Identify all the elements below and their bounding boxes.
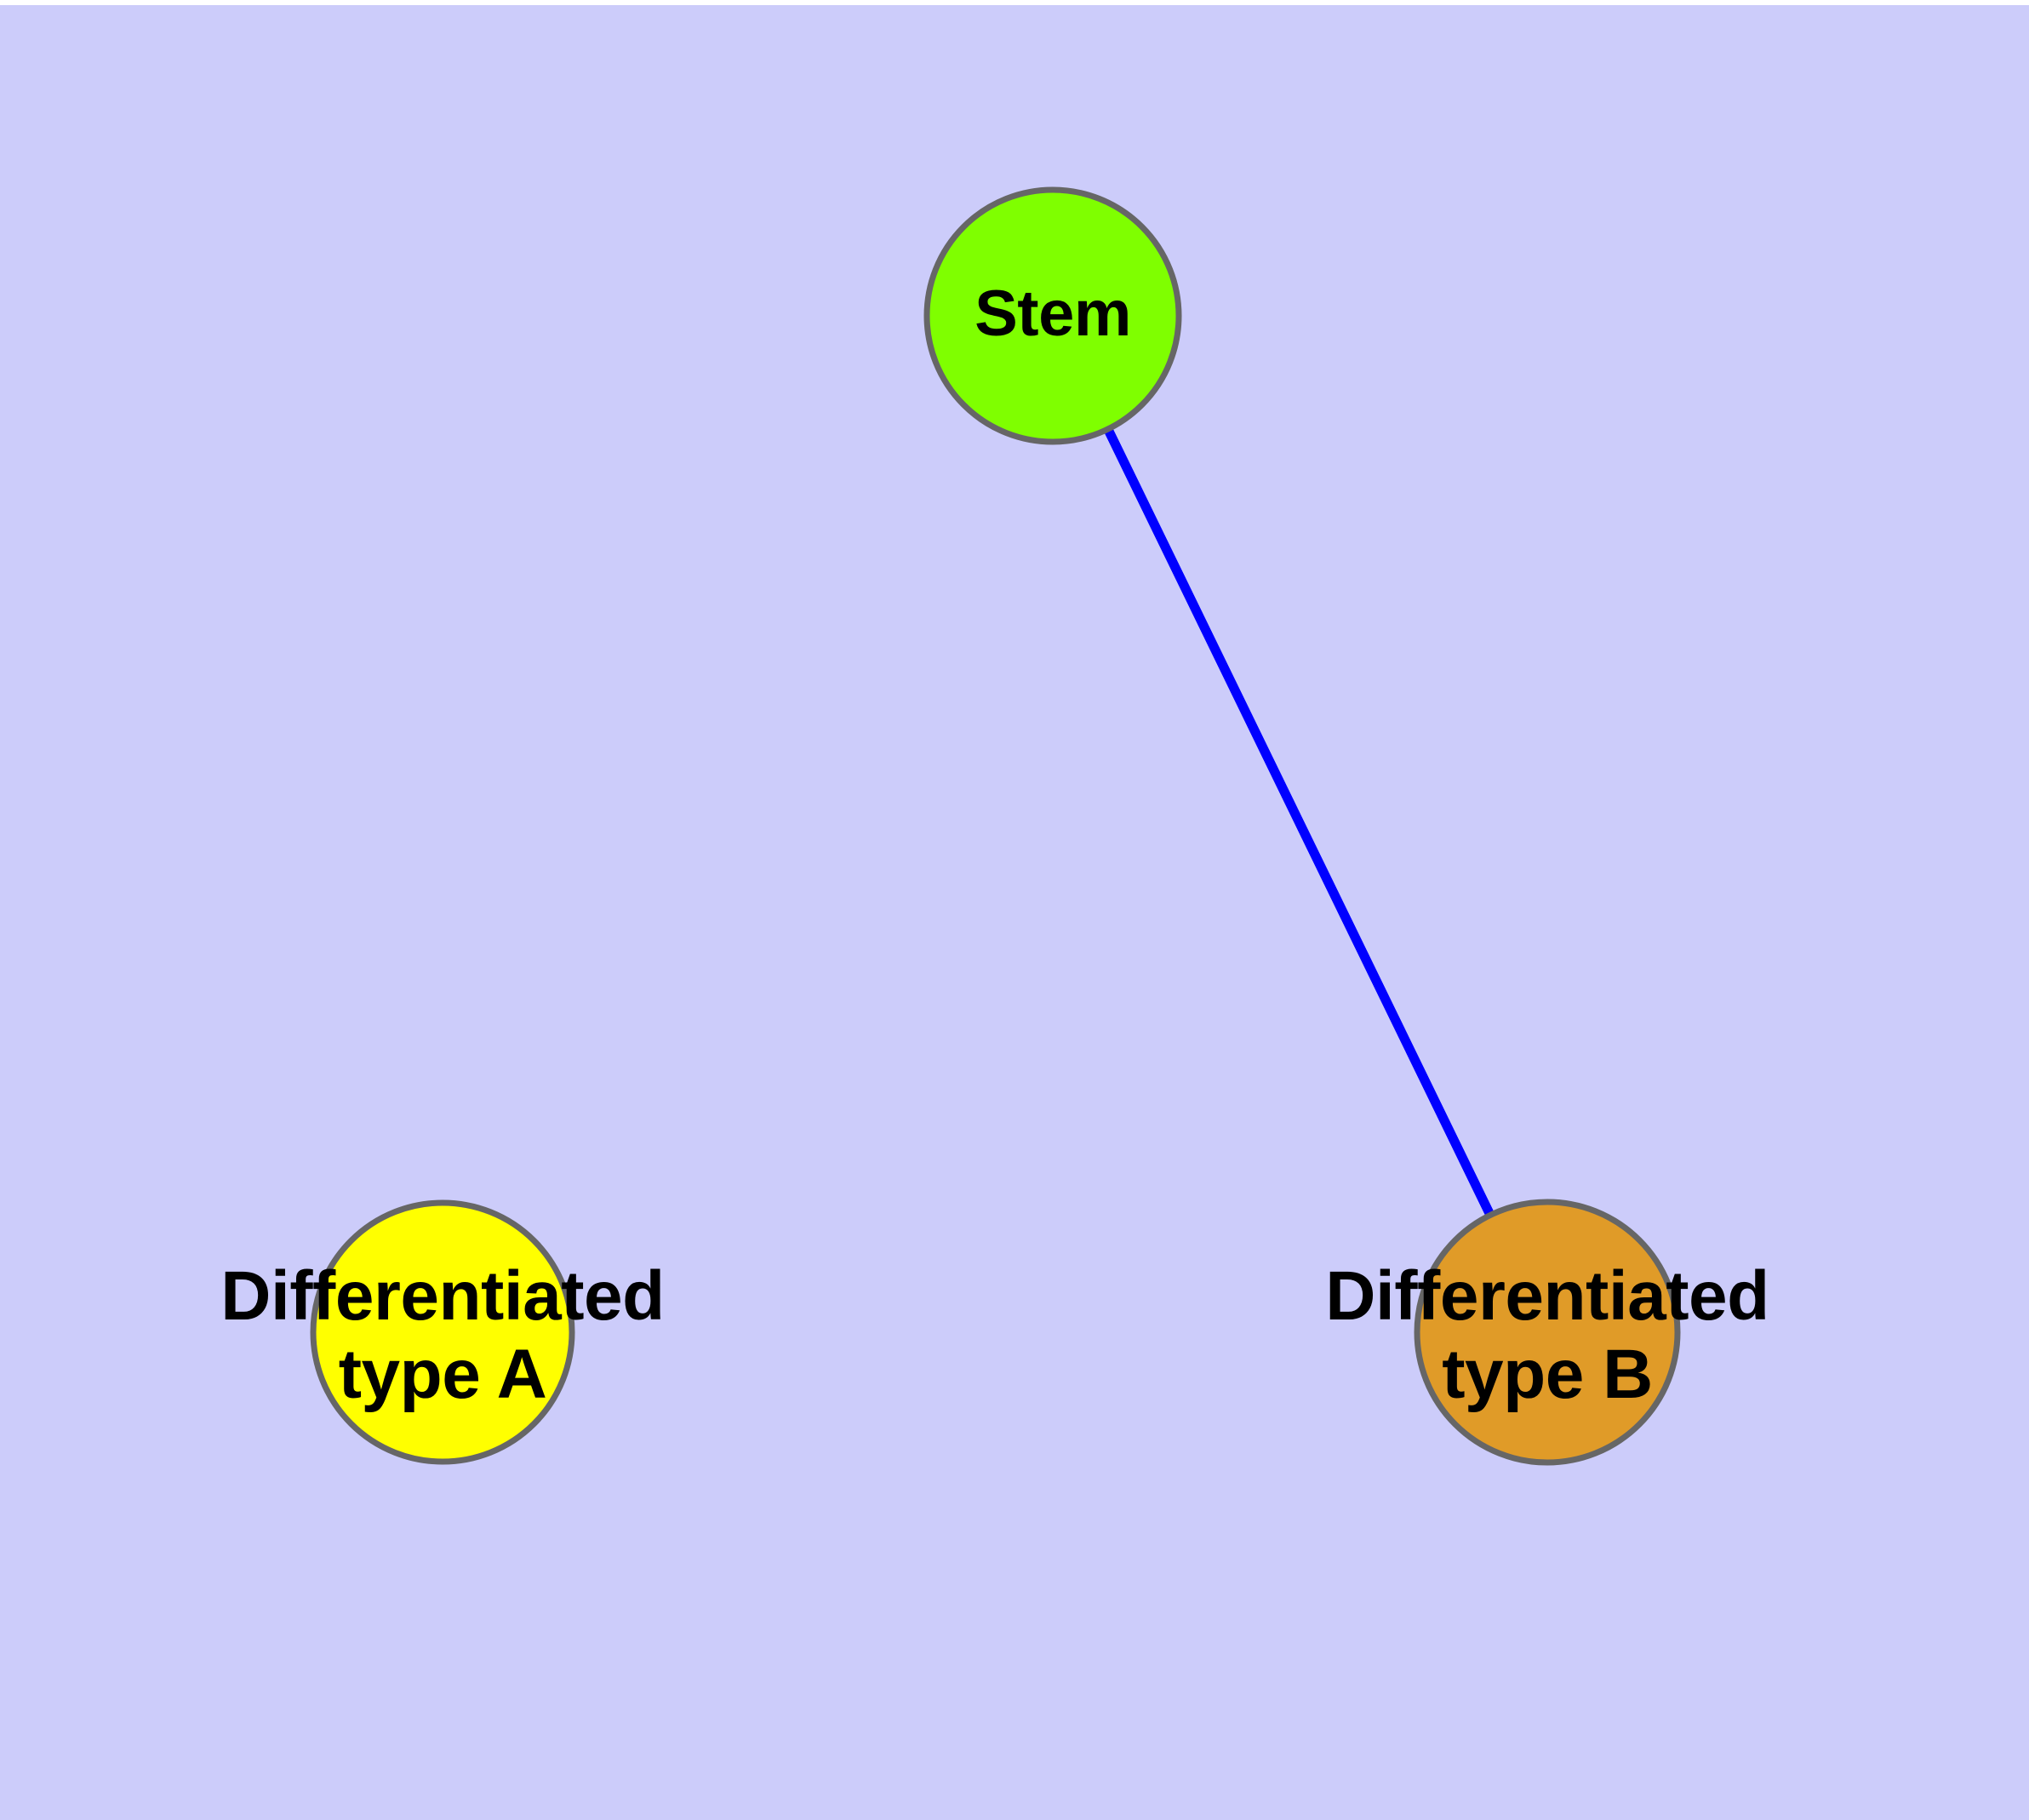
edge-stem-to-differentiated-type-b [1049,313,1552,1335]
node-layer [310,186,1681,1466]
edge-layer [1049,313,1552,1335]
canvas-top-margin [0,0,2029,5]
node-differentiated-type-b[interactable] [1414,1199,1681,1466]
node-differentiated-type-a[interactable] [310,1199,575,1465]
node-stem[interactable] [923,186,1182,445]
